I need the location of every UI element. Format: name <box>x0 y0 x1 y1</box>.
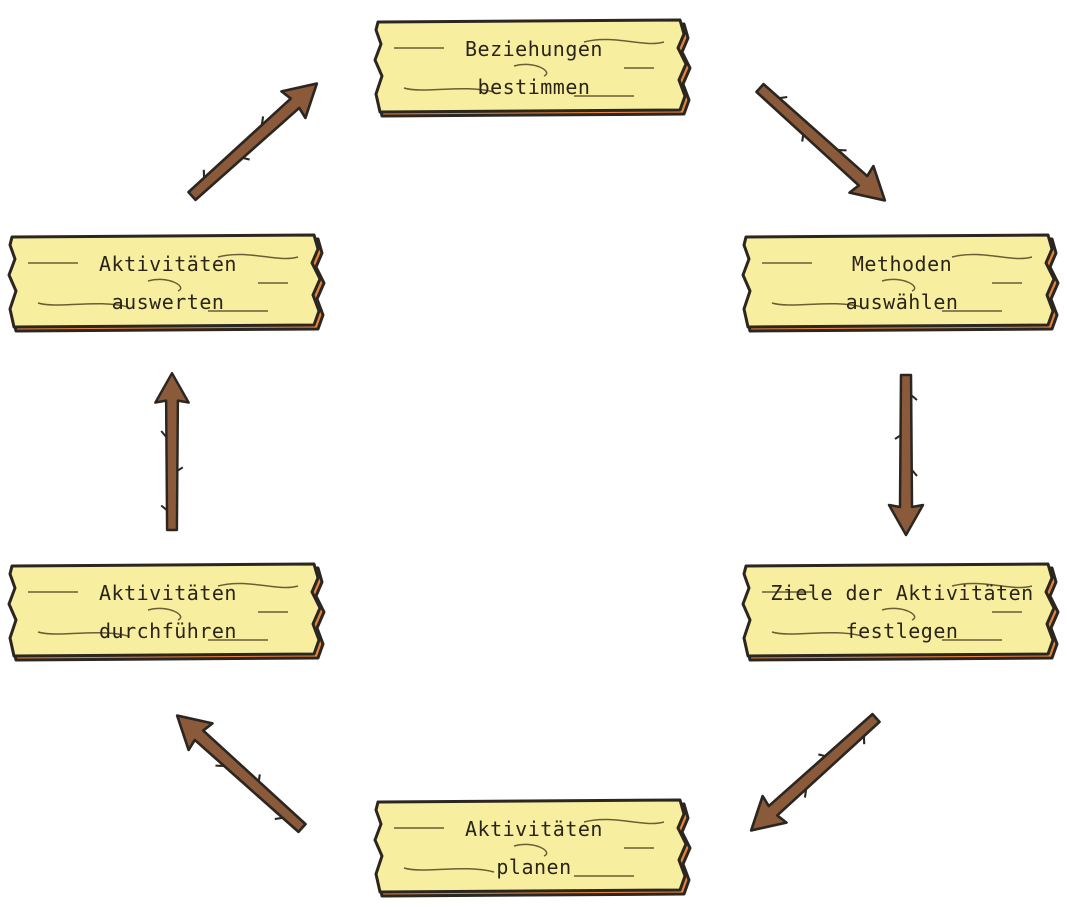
arrow-auswerten-to-beziehungen <box>178 69 331 211</box>
step-label-line1: Aktivitäten <box>99 252 237 276</box>
arrow-planen-to-durchfuehren <box>163 701 316 843</box>
step-label-line2: auswählen <box>845 290 959 314</box>
step-label-line2: planen <box>496 855 572 879</box>
step-beziehungen-bestimmen: Beziehungen bestimmen <box>373 18 694 118</box>
arrow-methoden-to-ziele <box>887 373 925 537</box>
step-ziele-festlegen: Ziele der Aktivitäten festlegen <box>741 562 1062 662</box>
step-label: Aktivitäten auswerten <box>8 233 328 333</box>
step-label-line2: bestimmen <box>477 75 591 99</box>
step-methoden-auswaehlen: Methoden auswählen <box>741 233 1062 333</box>
step-aktivitaeten-durchfuehren: Aktivitäten durchführen <box>7 562 328 662</box>
arrow-beziehungen-to-methoden <box>746 73 899 215</box>
wood-board-icon <box>7 233 326 333</box>
wood-board-icon <box>7 562 326 662</box>
step-label-line2: festlegen <box>845 619 959 643</box>
wood-board-icon <box>373 18 692 118</box>
arrow-ziele-to-planen <box>737 703 890 845</box>
step-label: Ziele der Aktivitäten festlegen <box>742 562 1062 662</box>
step-label-line2: auswerten <box>111 290 225 314</box>
wood-board-icon <box>373 798 692 898</box>
step-label-line1: Aktivitäten <box>99 581 237 605</box>
step-aktivitaeten-planen: Aktivitäten planen <box>373 798 694 898</box>
step-label-line1: Beziehungen <box>465 37 603 61</box>
step-label: Aktivitäten durchführen <box>8 562 328 662</box>
step-label: Beziehungen bestimmen <box>374 18 694 118</box>
step-aktivitaeten-auswerten: Aktivitäten auswerten <box>7 233 328 333</box>
step-label-line1: Aktivitäten <box>465 817 603 841</box>
step-label-line2: durchführen <box>99 619 237 643</box>
arrow-durchfuehren-to-auswerten <box>154 371 190 532</box>
step-label-line1: Methoden <box>851 252 953 276</box>
wood-board-icon <box>741 233 1060 333</box>
step-label-line1: Ziele der Aktivitäten <box>770 581 1034 605</box>
wood-board-icon <box>741 562 1060 662</box>
step-label: Methoden auswählen <box>742 233 1062 333</box>
step-label: Aktivitäten planen <box>374 798 694 898</box>
